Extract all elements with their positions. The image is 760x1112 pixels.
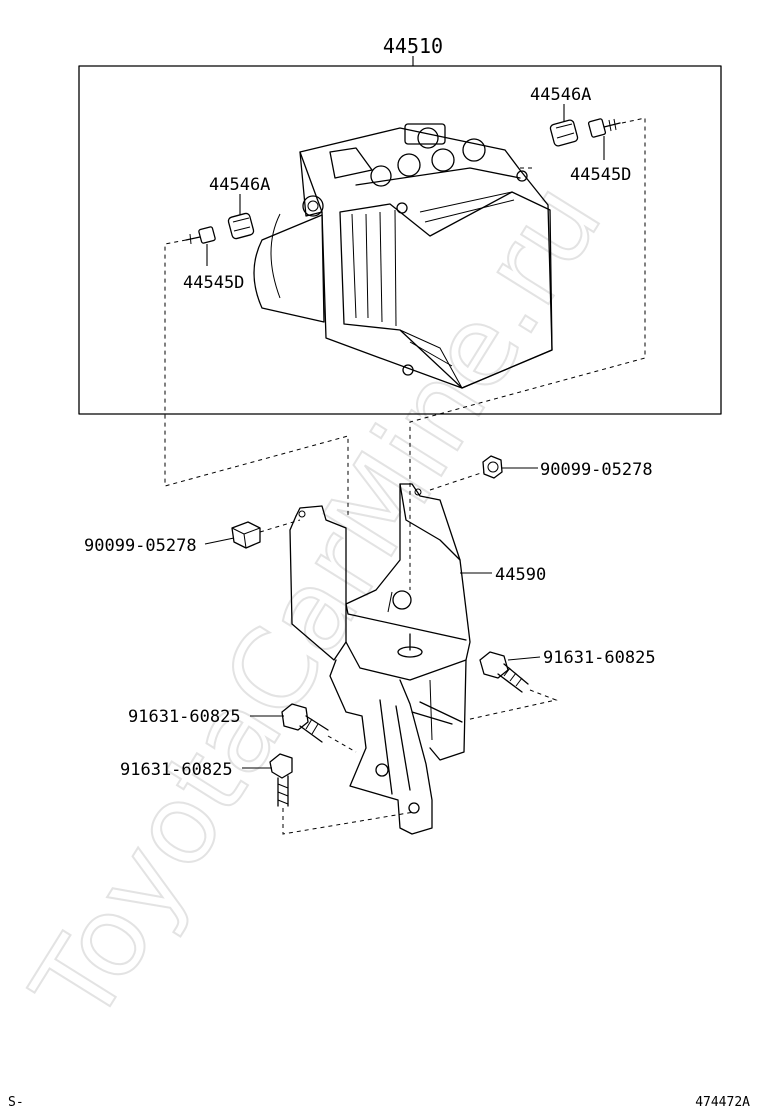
label-retainer-right[interactable]: 44546A [530, 85, 591, 105]
label-bolt-a[interactable]: 91631-60825 [543, 648, 656, 668]
dash-bolt-c [282, 808, 415, 835]
nut-left [231, 521, 261, 549]
bracket [289, 483, 471, 835]
assembly-label[interactable]: 44510 [383, 34, 443, 58]
dash-bolt-b [327, 735, 357, 753]
dash-bolt-a [465, 689, 558, 721]
label-bolt-b[interactable]: 91631-60825 [128, 707, 241, 727]
label-nut-left[interactable]: 90099-05278 [84, 536, 197, 556]
label-nut-right[interactable]: 90099-05278 [540, 460, 653, 480]
retainer-left [227, 212, 255, 240]
label-bolt-left[interactable]: 44545D [183, 273, 244, 293]
dashed-lines-upper [164, 117, 646, 590]
dash-nut-left [259, 519, 301, 533]
label-bracket[interactable]: 44590 [495, 565, 546, 585]
bolt-a [479, 651, 529, 693]
leader-bolt-a [507, 656, 541, 661]
dash-nut-right [429, 471, 485, 491]
corner-left-code: S- [8, 1095, 24, 1110]
label-bolt-right[interactable]: 44545D [570, 165, 631, 185]
bolt-c [269, 753, 293, 807]
abs-actuator [253, 123, 553, 389]
leader-nut-left [204, 537, 235, 545]
label-bolt-c[interactable]: 91631-60825 [120, 760, 233, 780]
bolt-left [185, 226, 216, 245]
nut-right [482, 455, 503, 479]
label-retainer-left[interactable]: 44546A [209, 175, 270, 195]
assembly-frame [78, 65, 722, 415]
watermark-text: ToyotaCarMine.ru [8, 161, 626, 1045]
retainer-right [549, 119, 579, 147]
figure-code: 474472A [695, 1095, 750, 1110]
bolt-b [281, 703, 329, 743]
bolt-right [587, 118, 621, 138]
